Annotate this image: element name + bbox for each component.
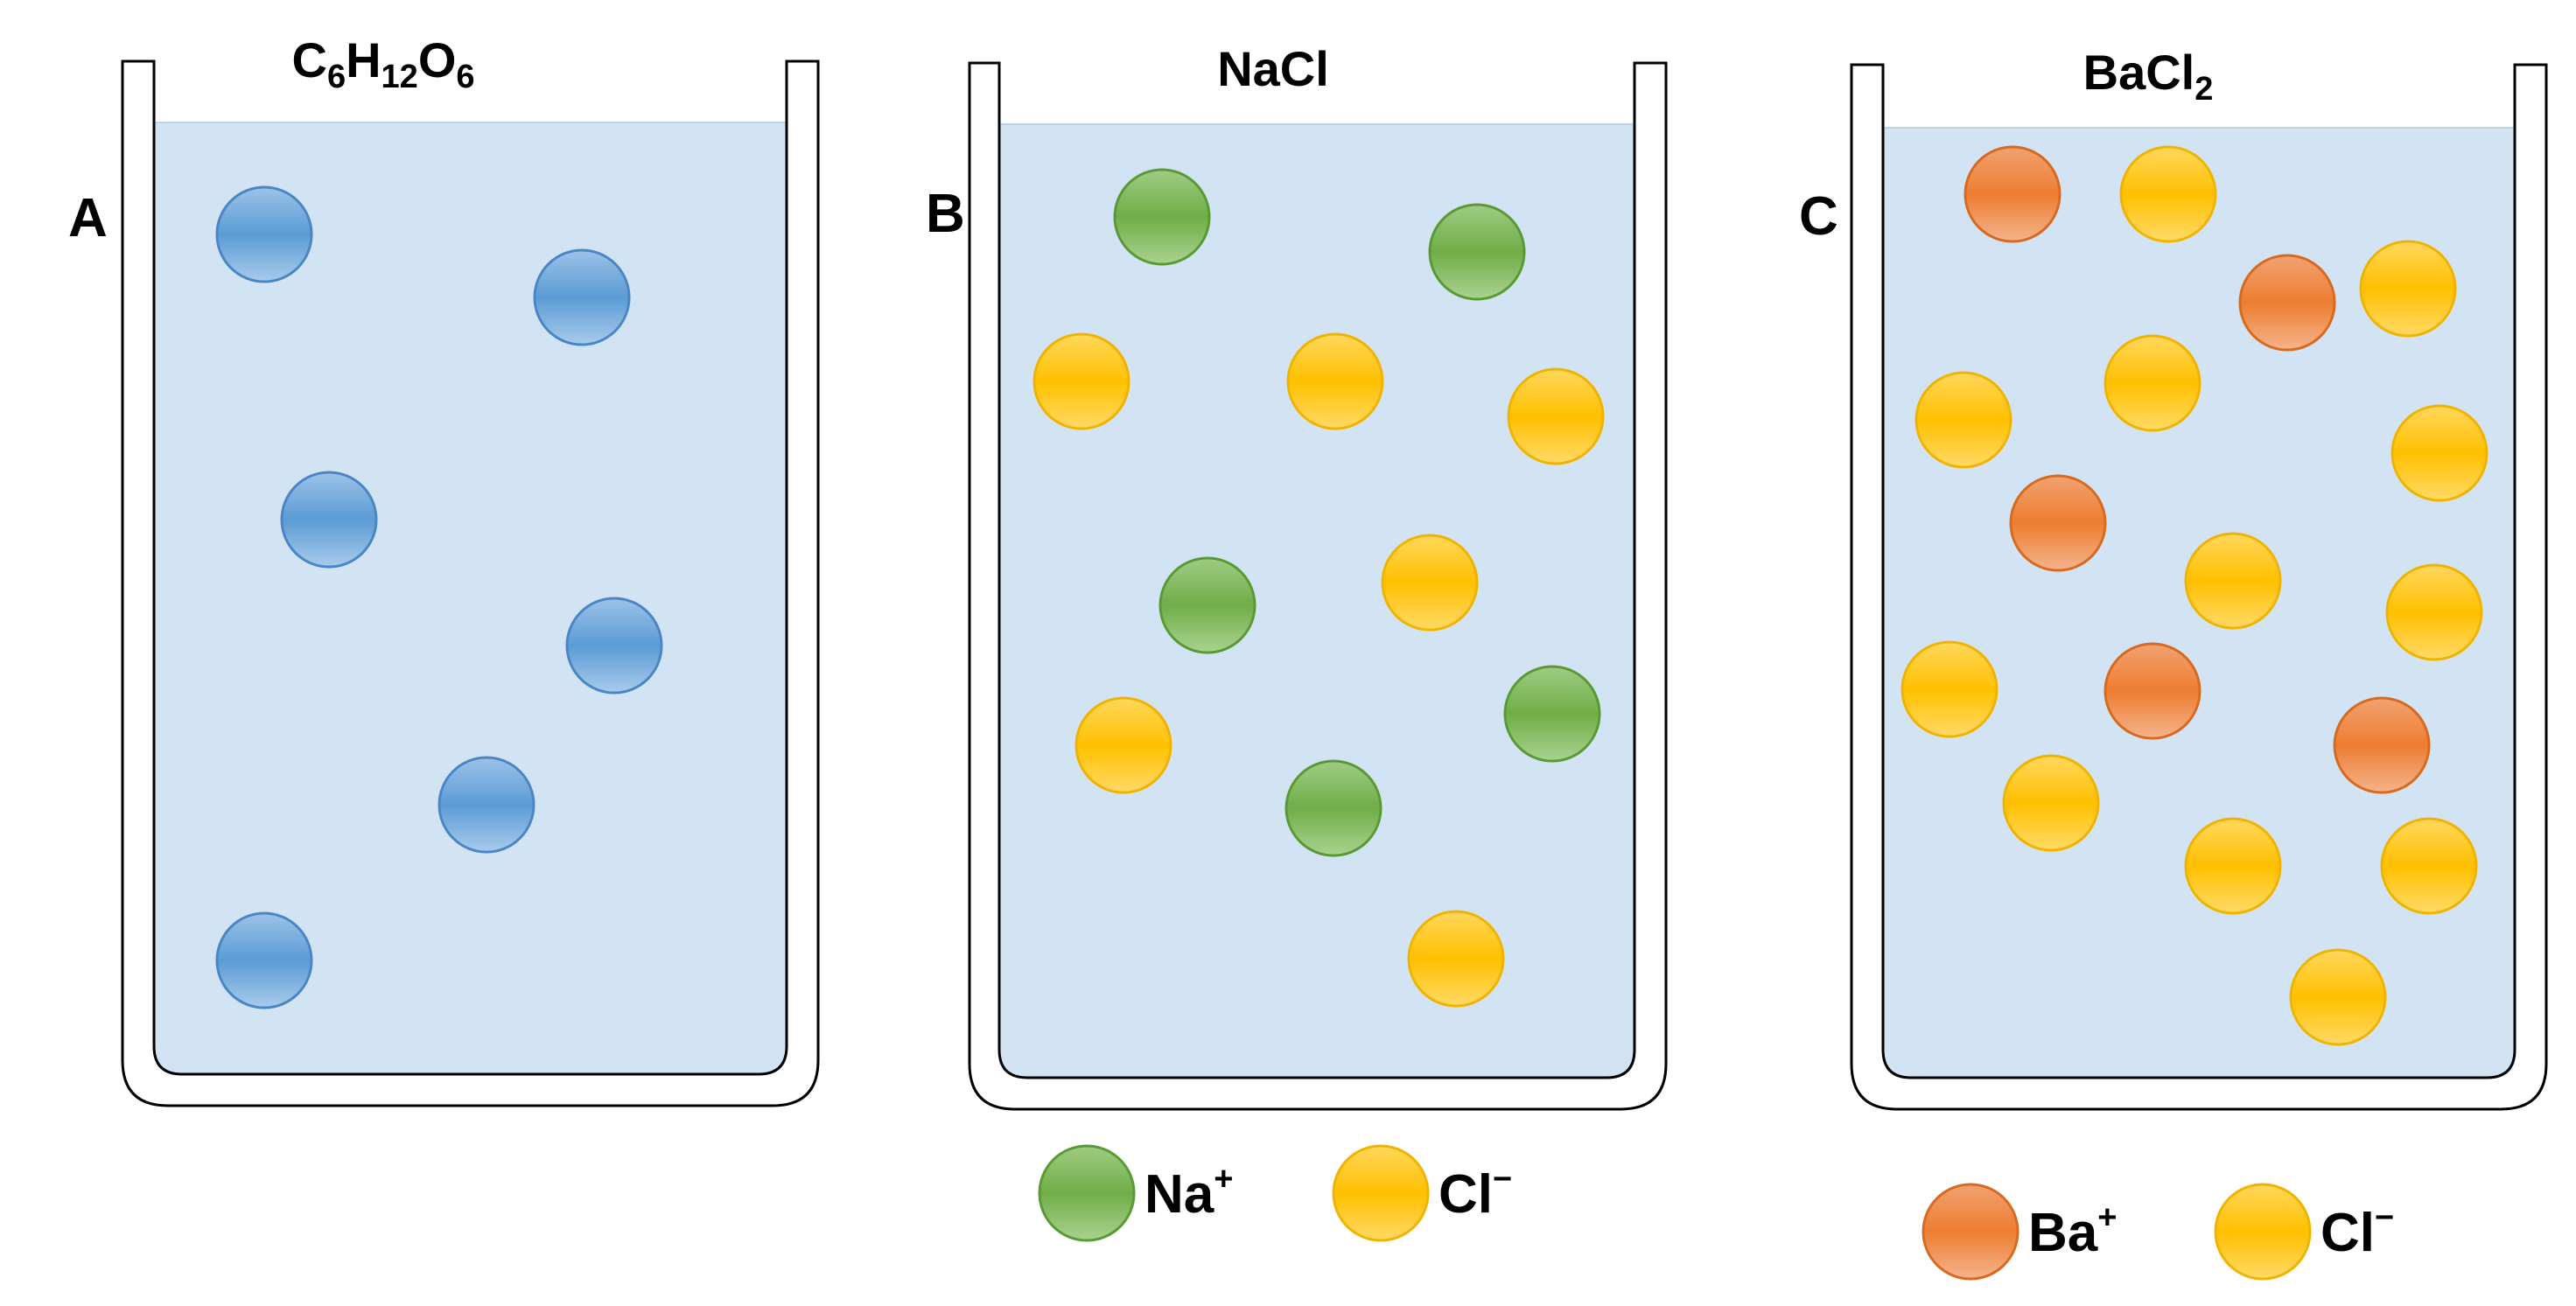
formula-part: C bbox=[291, 32, 326, 87]
sodium-ion bbox=[1428, 203, 1526, 301]
formula-part: 6 bbox=[327, 59, 346, 95]
legend-b: Na+ Cl− bbox=[1038, 1144, 1512, 1242]
formula-part: 6 bbox=[456, 59, 474, 95]
ion-charge: − bbox=[1493, 1161, 1512, 1198]
chloride-ion bbox=[1507, 367, 1605, 465]
beaker-a-particles bbox=[215, 185, 663, 1009]
ion-charge: + bbox=[1214, 1161, 1233, 1198]
chloride-ion bbox=[1914, 371, 2012, 469]
legend-label: Na+ bbox=[1144, 1161, 1233, 1225]
beaker-c-letter: C bbox=[1799, 186, 1838, 247]
ion-charge: + bbox=[2097, 1199, 2117, 1236]
sodium-ion bbox=[1503, 665, 1601, 763]
chloride-ion bbox=[1074, 696, 1172, 794]
beaker-a: A C6H12O6 bbox=[68, 32, 820, 1107]
chloride-ion bbox=[1286, 332, 1384, 430]
beaker-c: C BaCl2 bbox=[1799, 45, 2548, 1111]
formula-part: O bbox=[418, 32, 457, 87]
barium-ion bbox=[2333, 696, 2431, 794]
chloride-ion bbox=[2289, 948, 2387, 1046]
beaker-c-formula: BaCl2 bbox=[2083, 45, 2214, 108]
glucose-molecule bbox=[215, 185, 313, 283]
formula-part: H bbox=[346, 32, 381, 87]
legend-label: Cl− bbox=[1438, 1161, 1512, 1225]
chloride-ion bbox=[2184, 532, 2282, 630]
legend-swatch-green bbox=[1038, 1144, 1136, 1242]
beaker-b: B NaCl bbox=[926, 41, 1668, 1111]
beaker-b-particles bbox=[1032, 168, 1605, 1008]
chloride-ion bbox=[2359, 240, 2457, 338]
ion-symbol: Cl bbox=[2320, 1203, 2375, 1263]
beaker-a-letter: A bbox=[68, 188, 108, 248]
glucose-molecule bbox=[280, 471, 378, 569]
legend-swatch-orange bbox=[1922, 1183, 2020, 1281]
chloride-ion bbox=[1032, 332, 1130, 430]
beaker-b-solution bbox=[998, 123, 1635, 1079]
beaker-a-wall bbox=[121, 59, 820, 1107]
formula-part: 2 bbox=[2194, 71, 2213, 108]
chloride-ion bbox=[2385, 563, 2483, 661]
beaker-a-formula: C6H12O6 bbox=[291, 32, 474, 95]
barium-ion bbox=[2238, 254, 2336, 352]
beaker-b-wall bbox=[968, 61, 1668, 1111]
legend-swatch-yellow bbox=[1332, 1144, 1430, 1242]
formula-part: BaCl bbox=[2083, 45, 2195, 100]
beaker-b-letter: B bbox=[926, 184, 965, 244]
chloride-ion bbox=[1381, 534, 1479, 632]
sodium-ion bbox=[1113, 168, 1211, 266]
barium-ion bbox=[2009, 474, 2107, 572]
chloride-ion bbox=[2184, 817, 2282, 915]
formula-part: 12 bbox=[382, 59, 418, 95]
barium-ion bbox=[2104, 642, 2202, 740]
chloride-ion bbox=[2390, 404, 2488, 502]
legend-label: Ba+ bbox=[2028, 1199, 2117, 1263]
ion-symbol: Na bbox=[1144, 1164, 1214, 1225]
ion-symbol: Ba bbox=[2028, 1203, 2098, 1263]
glucose-molecule bbox=[533, 248, 631, 346]
beaker-c-wall bbox=[1850, 63, 2548, 1111]
beaker-c-particles bbox=[1900, 145, 2488, 1046]
chloride-ion bbox=[1900, 640, 1998, 738]
legend-c: Ba+ Cl− bbox=[1922, 1183, 2394, 1281]
barium-ion bbox=[1964, 145, 2062, 243]
legend-label: Cl− bbox=[2320, 1199, 2394, 1263]
chloride-ion bbox=[1407, 910, 1505, 1008]
ion-charge: − bbox=[2375, 1199, 2394, 1236]
legend-swatch-yellow bbox=[2214, 1183, 2312, 1281]
chloride-ion bbox=[2104, 334, 2202, 432]
ion-symbol: Cl bbox=[1438, 1164, 1493, 1225]
glucose-molecule bbox=[438, 756, 536, 854]
formula-part: NaCl bbox=[1217, 41, 1329, 96]
chloride-ion bbox=[2119, 145, 2217, 243]
chloride-ion bbox=[2002, 754, 2100, 852]
sodium-ion bbox=[1158, 556, 1256, 654]
glucose-molecule bbox=[215, 911, 313, 1009]
beaker-b-formula: NaCl bbox=[1217, 41, 1329, 96]
sodium-ion bbox=[1284, 759, 1382, 857]
chloride-ion bbox=[2380, 817, 2478, 915]
glucose-molecule bbox=[565, 597, 663, 695]
